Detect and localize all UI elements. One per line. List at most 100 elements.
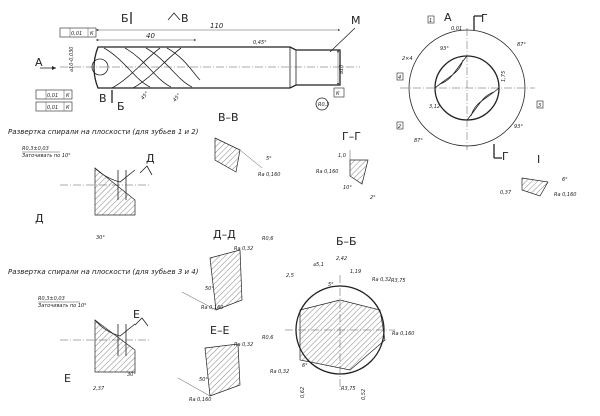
dim-cut-diameter: ⌀10-0,030	[69, 47, 75, 73]
angle-d1: 93°	[440, 46, 449, 52]
section-b6b6-d5: 0,62	[300, 387, 306, 398]
unroll-2-dim: 2,37	[93, 386, 105, 392]
section-dd-title: Д–Д	[213, 228, 236, 241]
unroll-2-arrow-top	[134, 317, 149, 327]
callout-4: 4	[398, 75, 401, 81]
section-b6b6-ra3: Ra 0,32	[270, 369, 289, 375]
unroll-1-note: Заточивать по 10°	[22, 153, 71, 159]
section-dd: Д–Д R0,6 Ra 0,32 50° Ra 0,160	[181, 228, 273, 311]
dim-total-length: 110	[210, 22, 224, 30]
flute-2	[124, 47, 172, 88]
cut-line-g-top	[473, 15, 482, 30]
cut-line-g-bottom	[493, 144, 502, 159]
section-ee-angle: 50°	[199, 377, 208, 383]
section-dd-ra1: Ra 0,32	[234, 246, 253, 252]
section-vv-ra: Ra 0,160	[258, 172, 280, 178]
section-gg-a2: 2°	[370, 195, 376, 201]
angle-d3: 87°	[414, 138, 423, 144]
flute-4	[166, 47, 201, 81]
section-dd-line	[181, 291, 217, 311]
section-b6b6-a1: 5°	[328, 282, 334, 288]
dim-angle-2: 45°	[172, 92, 183, 103]
section-vv: В–В 5° Ra 0,160	[214, 111, 280, 178]
callout-2-box	[396, 121, 404, 130]
unroll-1-letter-bottom: Д	[35, 212, 44, 225]
section-dd-body	[209, 249, 243, 311]
section-b6b6-d6: 0,52	[361, 389, 367, 400]
unroll-1-letter-top: Д	[146, 152, 155, 165]
callout-2: 2	[398, 124, 401, 130]
detail-one: I 6° 0,37 Ra 0,160	[500, 153, 576, 198]
svg-text:К: К	[66, 93, 70, 99]
view-arrow-v	[167, 12, 181, 21]
section-ee: Е–Е R0,6 Ra 0,32 50° Ra 0,160	[177, 324, 273, 403]
flute-back-1	[111, 47, 161, 89]
section-b6b6-d3: 1,19	[350, 269, 361, 275]
section-ee-line	[177, 377, 211, 397]
section-mark-v-top: В	[181, 12, 189, 25]
section-mark-a-left: А	[35, 56, 43, 69]
unroll-2-r: R0,3±0,03	[38, 296, 65, 302]
svg-text:0,01: 0,01	[71, 31, 82, 37]
flute-3	[145, 47, 193, 88]
section-b6b6-title: Б–Б	[336, 235, 357, 248]
section-gg-d1: 1,0	[338, 153, 346, 159]
section-vv-line	[239, 149, 263, 169]
dim-shank-diameter: ⌀10	[339, 65, 345, 74]
angle-d4: 93°	[514, 124, 523, 130]
datum-k-box	[333, 87, 345, 98]
section-b6b6-ra1: Ra 0,32	[372, 277, 391, 283]
svg-text:К: К	[66, 105, 70, 111]
unroll-1-body	[94, 167, 136, 216]
callout-4-box	[396, 72, 404, 81]
section-b6b6-d4: 2,5	[286, 273, 294, 279]
section-gg: Г–Г 1,0 Ra 0,160 10° 2°	[316, 130, 376, 201]
mark-m: М	[351, 14, 361, 27]
detail-one-d1: 0,37	[500, 190, 512, 196]
unroll-2-edge	[94, 319, 136, 337]
unroll-2-view: Развертка спирали на плоскости (для зубь…	[8, 268, 199, 392]
unroll-1-arrow-top	[139, 165, 153, 176]
unroll-2-body	[94, 319, 136, 373]
detail-one-ra: Ra 0,160	[554, 192, 576, 198]
section-vv-angle: 5°	[266, 156, 272, 162]
section-dd-r: R0,6	[262, 236, 273, 242]
unroll-2-angle: 30°	[127, 372, 136, 378]
cutting-end	[91, 58, 109, 76]
unroll-1-caption: Развертка спирали на плоскости (для зубь…	[8, 128, 199, 136]
section-b6b6-body	[299, 299, 386, 371]
section-b6b6-r1: R3,75	[391, 278, 406, 284]
section-gg-body	[349, 159, 369, 185]
section-a-title: А	[444, 11, 452, 24]
leader-m	[329, 27, 356, 53]
callout-1-box	[427, 15, 435, 24]
section-dd-angle: 50°	[205, 286, 214, 292]
section-mark-b-bottom: Б	[117, 100, 125, 113]
section-ee-title: Е–Е	[210, 324, 229, 337]
section-gg-title: Г–Г	[342, 130, 361, 143]
unroll-1-edge	[94, 167, 136, 183]
section-gg-a1: 10°	[343, 185, 352, 191]
unroll-2-letter-top: Е	[133, 308, 140, 321]
tolerance-frame-1: 0,01 К	[59, 27, 97, 38]
unroll-1-r: R0,3±0,03	[22, 146, 49, 152]
callout-1: 1	[429, 18, 432, 24]
section-b6b6-ra2: Ra 0,160	[392, 331, 414, 337]
dim-e1: 3,12	[429, 104, 440, 110]
section-ee-body	[204, 343, 241, 397]
section-b6b6-d2: 2,42	[336, 256, 347, 262]
tolerance-a: 0,01	[451, 26, 462, 32]
angle-d2: 87°	[517, 42, 526, 48]
section-vv-body	[214, 137, 241, 173]
dim-chamfer: 0,45°	[253, 40, 267, 46]
datum-k: К	[336, 91, 340, 97]
svg-text:0,01: 0,01	[47, 105, 58, 111]
section-ee-ra1: Ra 0,32	[234, 342, 253, 348]
unroll-2-note: Заточивать по 10°	[38, 303, 87, 309]
section-b6b6-r2: R3,75	[341, 386, 356, 392]
unroll-1-angle: 30°	[96, 235, 105, 241]
section-b6b6: Б–Б ⌀5,1 2,42 1,19 2,5 Ra 0,32 R3,75 5° …	[270, 235, 414, 400]
section-dd-ra2: Ra 0,160	[201, 305, 223, 311]
section-vv-title: В–В	[218, 111, 239, 124]
section-mark-v-bottom: В	[99, 92, 107, 105]
